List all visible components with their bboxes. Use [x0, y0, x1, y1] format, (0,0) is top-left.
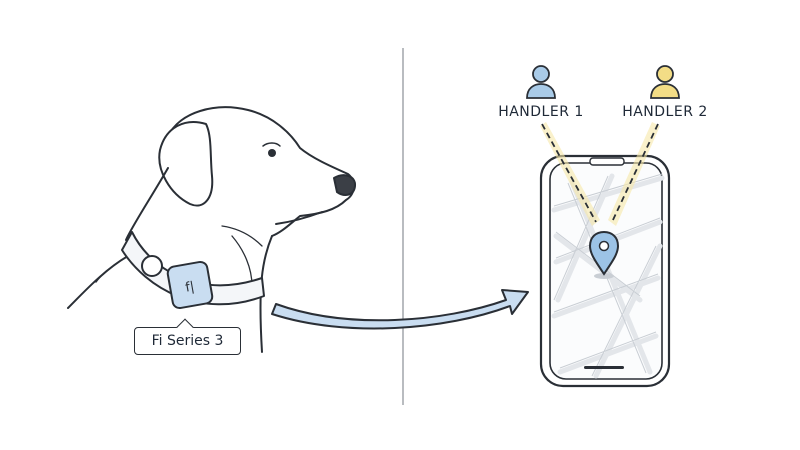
dog-illustration	[67, 106, 357, 353]
dog-nose	[333, 174, 357, 196]
dog-mouth	[275, 211, 323, 225]
device-callout: Fi Series 3	[134, 318, 241, 355]
collar-ring	[141, 255, 163, 277]
home-indicator	[584, 366, 624, 369]
location-pin-icon	[588, 230, 620, 279]
fi-device-mark: f|	[184, 279, 195, 295]
dog-head	[167, 106, 355, 237]
dog-ear	[158, 121, 214, 207]
handler-1-person-icon	[526, 65, 556, 99]
connection-arrow	[271, 289, 529, 330]
device-label: Fi Series 3	[151, 333, 224, 349]
handler-2-person-icon	[650, 65, 680, 99]
phone-notch	[589, 157, 625, 166]
dog-neck	[125, 167, 169, 241]
handler-1-label: HANDLER 1	[498, 104, 584, 120]
dog-back	[67, 255, 129, 309]
signal-beams	[540, 122, 660, 226]
fi-collar-device: f|	[166, 260, 214, 310]
handler-2-label: HANDLER 2	[622, 104, 708, 120]
dog-eye	[268, 149, 276, 157]
